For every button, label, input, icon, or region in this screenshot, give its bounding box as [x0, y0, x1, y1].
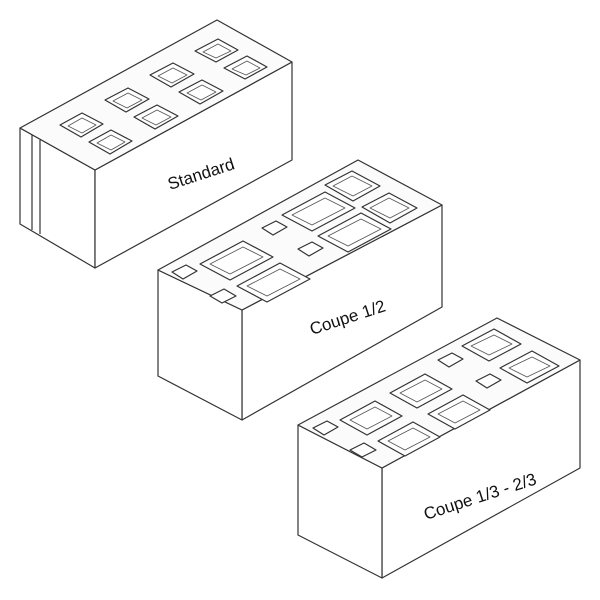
block-standard-holes	[59, 38, 268, 155]
block-half-holes	[171, 170, 418, 304]
block-half: Coupe 1/2	[157, 159, 443, 421]
block-third: Coupe 1/3 - 2/3	[297, 317, 581, 579]
block-standard: Standard	[19, 19, 293, 269]
block-third-holes	[312, 328, 560, 458]
